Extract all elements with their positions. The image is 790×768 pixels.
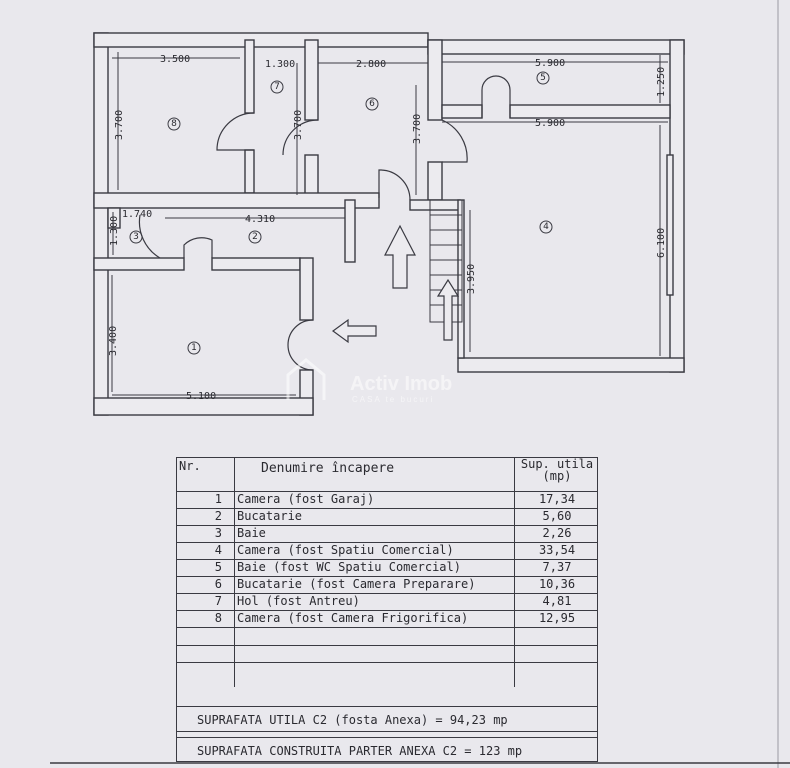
table-row: 4 Camera (fost Spatiu Comercial) 33,54 bbox=[177, 542, 597, 560]
row-nr: 5 bbox=[177, 559, 235, 576]
room-5-label: 5 bbox=[540, 73, 546, 83]
dimension-labels: 3.500 3.700 1.300 3.700 2.800 3.700 5.90… bbox=[108, 54, 667, 402]
dim-r4-width: 5.900 bbox=[535, 118, 565, 129]
arrow-up-icon bbox=[384, 224, 416, 289]
row-name: Camera (fost Garaj) bbox=[235, 491, 515, 508]
arrow-left-icon bbox=[331, 318, 377, 344]
room-1-label: 1 bbox=[191, 343, 197, 353]
table-row: 7 Hol (fost Antreu) 4,81 bbox=[177, 593, 597, 611]
row-area: 10,36 bbox=[538, 577, 576, 591]
dim-r1-height: 3.400 bbox=[108, 326, 119, 356]
row-nr: 1 bbox=[177, 491, 235, 508]
room-3-label: 3 bbox=[133, 232, 139, 242]
row-name: Camera (fost Spatiu Comercial) bbox=[235, 542, 515, 559]
row-nr: 4 bbox=[177, 542, 235, 559]
dim-r8-width: 3.500 bbox=[160, 54, 190, 65]
row-name: Baie bbox=[235, 525, 515, 542]
table-row: 1 Camera (fost Garaj) 17,34 bbox=[177, 491, 597, 509]
room-4-label: 4 bbox=[543, 222, 549, 232]
house-logo-icon bbox=[286, 358, 326, 400]
direction-arrows bbox=[331, 224, 460, 344]
row-name: Camera (fost Camera Frigorifica) bbox=[235, 610, 515, 627]
table-header: Nr. Denumire încapere Sup. utila (mp) bbox=[177, 458, 597, 492]
header-area-unit: (mp) bbox=[542, 469, 572, 483]
dim-r8-height: 3.700 bbox=[114, 110, 125, 140]
total-useful-area: SUPRAFATA UTILA C2 (fosta Anexa) = 94,23… bbox=[177, 706, 597, 732]
dim-r7-width: 1.300 bbox=[265, 59, 295, 70]
room-6-label: 6 bbox=[369, 99, 375, 109]
row-nr: 6 bbox=[177, 576, 235, 593]
header-area: Sup. utila (mp) bbox=[515, 458, 599, 491]
dim-r6-height: 3.700 bbox=[412, 114, 423, 144]
dim-stair-height: 3.950 bbox=[466, 264, 477, 294]
row-name: Hol (fost Antreu) bbox=[235, 593, 515, 610]
row-area: 4,81 bbox=[542, 594, 572, 608]
row-name: Bucatarie bbox=[235, 508, 515, 525]
table-row: 2 Bucatarie 5,60 bbox=[177, 508, 597, 526]
row-nr: 7 bbox=[177, 593, 235, 610]
row-nr: 3 bbox=[177, 525, 235, 542]
room-8-label: 8 bbox=[171, 119, 177, 129]
dim-r3-height: 1.300 bbox=[109, 216, 120, 246]
row-nr: 2 bbox=[177, 508, 235, 525]
dim-r4-height: 6.100 bbox=[656, 228, 667, 258]
header-area-label: Sup. utila bbox=[520, 457, 594, 471]
total-built-area: SUPRAFATA CONSTRUITA PARTER ANEXA C2 = 1… bbox=[177, 737, 597, 762]
row-name: Bucatarie (fost Camera Preparare) bbox=[235, 576, 515, 593]
dim-r2-width: 4.310 bbox=[245, 214, 275, 225]
dim-r3-width: 1.740 bbox=[122, 209, 152, 220]
table-row: 8 Camera (fost Camera Frigorifica) 12,95 bbox=[177, 610, 597, 628]
table-row: 5 Baie (fost WC Spatiu Comercial) 7,37 bbox=[177, 559, 597, 577]
room-2-label: 2 bbox=[252, 232, 258, 242]
dim-r5-height: 1.250 bbox=[656, 67, 667, 97]
watermark: Activ Imob CASA te bucuri bbox=[286, 358, 452, 404]
dimension-lines bbox=[111, 52, 668, 396]
walls bbox=[93, 32, 685, 416]
table-row: 6 Bucatarie (fost Camera Preparare) 10,3… bbox=[177, 576, 597, 594]
dim-r6-width: 2.800 bbox=[356, 59, 386, 70]
arrow-up-stairs-icon bbox=[436, 278, 460, 341]
room-numbers bbox=[129, 71, 553, 355]
watermark-brand: Activ Imob bbox=[350, 373, 452, 395]
room-7-label: 7 bbox=[274, 82, 280, 92]
table-row: 3 Baie 2,26 bbox=[177, 525, 597, 543]
row-area: 12,95 bbox=[538, 611, 576, 625]
row-name: Baie (fost WC Spatiu Comercial) bbox=[235, 559, 515, 576]
dim-r5-width: 5.900 bbox=[535, 58, 565, 69]
watermark-tagline: CASA te bucuri bbox=[352, 395, 434, 404]
row-area: 7,37 bbox=[542, 560, 572, 574]
header-nr: Nr. bbox=[177, 458, 235, 491]
header-name: Denumire încapere bbox=[235, 458, 515, 491]
row-area: 33,54 bbox=[538, 543, 576, 557]
row-nr: 8 bbox=[177, 610, 235, 627]
row-area: 17,34 bbox=[538, 492, 576, 506]
doors bbox=[138, 75, 511, 371]
rooms-table: Nr. Denumire încapere Sup. utila (mp) 1 … bbox=[176, 457, 598, 762]
dim-r7-height: 3.700 bbox=[293, 110, 304, 140]
dim-r1-width: 5.100 bbox=[186, 391, 216, 402]
row-area: 5,60 bbox=[542, 509, 572, 523]
row-area: 2,26 bbox=[542, 526, 572, 540]
